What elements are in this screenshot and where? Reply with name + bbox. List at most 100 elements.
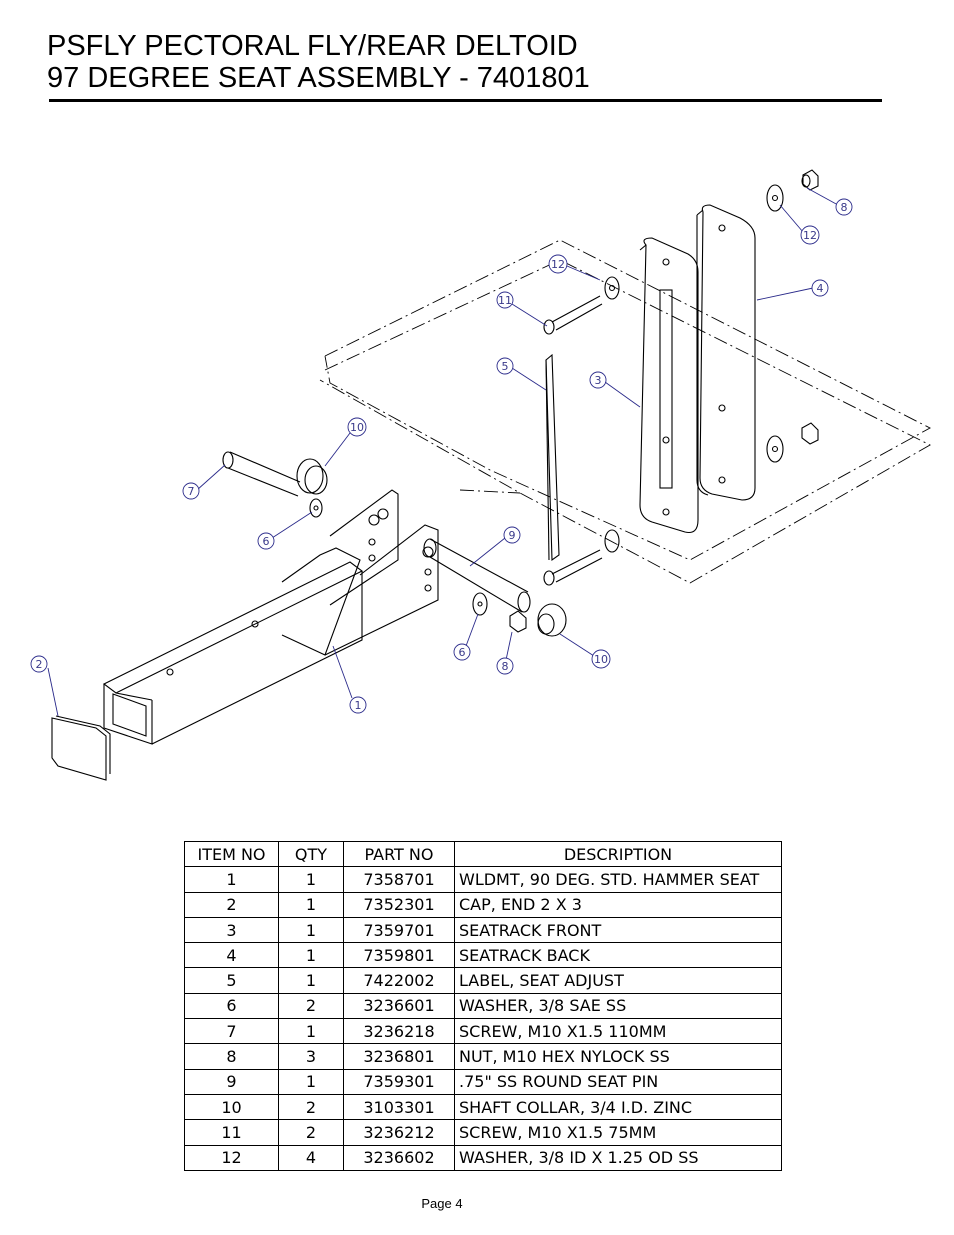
qty-cell: 3 <box>278 1043 344 1070</box>
svg-text:4: 4 <box>817 282 824 295</box>
svg-text:11: 11 <box>498 294 512 307</box>
desc-cell: SHAFT COLLAR, 3/4 I.D. ZINC <box>454 1093 782 1121</box>
washer-6-left <box>309 498 323 518</box>
callout-balloon: 10 <box>347 417 367 437</box>
part-cell: 3236601 <box>343 992 455 1020</box>
nut-8-right <box>509 610 527 633</box>
qty-cell: 1 <box>278 866 344 893</box>
phantom-plane-upper <box>324 239 931 561</box>
item-cell: 9 <box>184 1068 279 1095</box>
exploded-assembly-drawing: 8 12 4 12 11 5 3 10 7 6 9 2 1 6 8 10 <box>30 169 931 781</box>
label-strip-part <box>545 353 560 562</box>
header-description: DESCRIPTION <box>454 840 782 868</box>
callout-balloon: 6 <box>257 532 275 550</box>
desc-cell: .75" SS ROUND SEAT PIN <box>454 1068 782 1095</box>
callout-balloon: 4 <box>811 279 829 297</box>
header-qty: QTY <box>278 840 344 868</box>
svg-text:6: 6 <box>459 646 466 659</box>
callout-balloon: 11 <box>496 291 514 309</box>
svg-text:8: 8 <box>502 660 509 673</box>
qty-cell: 2 <box>278 992 344 1020</box>
callout-balloons: 8 12 4 12 11 5 3 10 7 6 9 2 1 6 8 10 <box>30 198 853 714</box>
page-number: Page 4 <box>421 1196 463 1211</box>
desc-cell: LABEL, SEAT ADJUST <box>454 967 782 994</box>
qty-cell: 2 <box>278 1093 344 1121</box>
callout-balloon: 8 <box>496 657 514 675</box>
qty-cell: 1 <box>278 1018 344 1045</box>
desc-cell: NUT, M10 HEX NYLOCK SS <box>454 1043 782 1070</box>
svg-text:12: 12 <box>803 229 817 242</box>
qty-cell: 1 <box>278 967 344 994</box>
part-cell: 3236801 <box>343 1043 455 1070</box>
page-title: PSFLY PECTORAL FLY/REAR DELTOID 97 DEGRE… <box>47 30 590 94</box>
screw-11-lower <box>543 529 620 586</box>
qty-cell: 1 <box>278 942 344 969</box>
item-cell: 11 <box>184 1119 279 1146</box>
washer-6-right <box>472 592 488 616</box>
part-cell: 7359701 <box>343 916 455 944</box>
callout-balloon: 10 <box>591 649 611 669</box>
svg-text:1: 1 <box>355 699 362 712</box>
header-part-no: PART NO <box>343 840 455 868</box>
title-underline <box>49 99 882 102</box>
qty-cell: 1 <box>278 1068 344 1095</box>
item-cell: 6 <box>184 992 279 1020</box>
svg-text:6: 6 <box>263 535 270 548</box>
svg-text:7: 7 <box>188 485 195 498</box>
lower-washer-nut <box>766 422 819 463</box>
part-cell: 7352301 <box>343 891 455 918</box>
callout-balloon: 2 <box>30 655 48 673</box>
seatrack-back-part <box>696 204 756 501</box>
qty-cell: 1 <box>278 916 344 944</box>
screw-11-upper <box>543 276 620 335</box>
qty-cell: 2 <box>278 1119 344 1146</box>
qty-cell: 1 <box>278 891 344 918</box>
item-cell: 8 <box>184 1043 279 1070</box>
hammer-seat-weldment <box>102 489 439 745</box>
callout-balloon: 7 <box>182 482 200 500</box>
item-cell: 2 <box>184 891 279 918</box>
svg-text:8: 8 <box>841 201 848 214</box>
callout-balloon: 3 <box>589 371 607 389</box>
title-line-2: 97 DEGREE SEAT ASSEMBLY - 7401801 <box>47 62 590 94</box>
callout-balloon: 6 <box>453 643 471 661</box>
title-line-1: PSFLY PECTORAL FLY/REAR DELTOID <box>47 30 578 62</box>
callout-balloon: 5 <box>496 357 514 375</box>
part-cell: 7358701 <box>343 866 455 893</box>
callout-balloon: 8 <box>835 198 853 216</box>
table-header-row: ITEM NO QTY PART NO DESCRIPTION <box>184 840 782 868</box>
item-cell: 5 <box>184 967 279 994</box>
svg-text:9: 9 <box>509 529 516 542</box>
part-cell: 7359801 <box>343 942 455 969</box>
part-cell: 3236218 <box>343 1018 455 1045</box>
item-cell: 7 <box>184 1018 279 1045</box>
phantom-plane-lower <box>319 259 931 584</box>
part-cell: 7359301 <box>343 1068 455 1095</box>
desc-cell: WASHER, 3/8 ID X 1.25 OD SS <box>454 1144 782 1171</box>
svg-text:10: 10 <box>594 653 608 666</box>
desc-cell: WASHER, 3/8 SAE SS <box>454 992 782 1020</box>
screw-7-left <box>222 451 301 497</box>
desc-cell: WLDMT, 90 DEG. STD. HAMMER SEAT <box>454 866 782 893</box>
part-cell: 7422002 <box>343 967 455 994</box>
item-cell: 12 <box>184 1144 279 1171</box>
desc-cell: CAP, END 2 X 3 <box>454 891 782 918</box>
item-cell: 1 <box>184 866 279 893</box>
seatrack-front-part <box>639 237 699 534</box>
upper-washer-nut <box>766 169 819 212</box>
callout-balloon: 1 <box>349 696 367 714</box>
part-cell: 3236212 <box>343 1119 455 1146</box>
desc-cell: SCREW, M10 X1.5 110MM <box>454 1018 782 1045</box>
shaft-collar-right <box>537 603 567 637</box>
svg-text:2: 2 <box>36 658 43 671</box>
